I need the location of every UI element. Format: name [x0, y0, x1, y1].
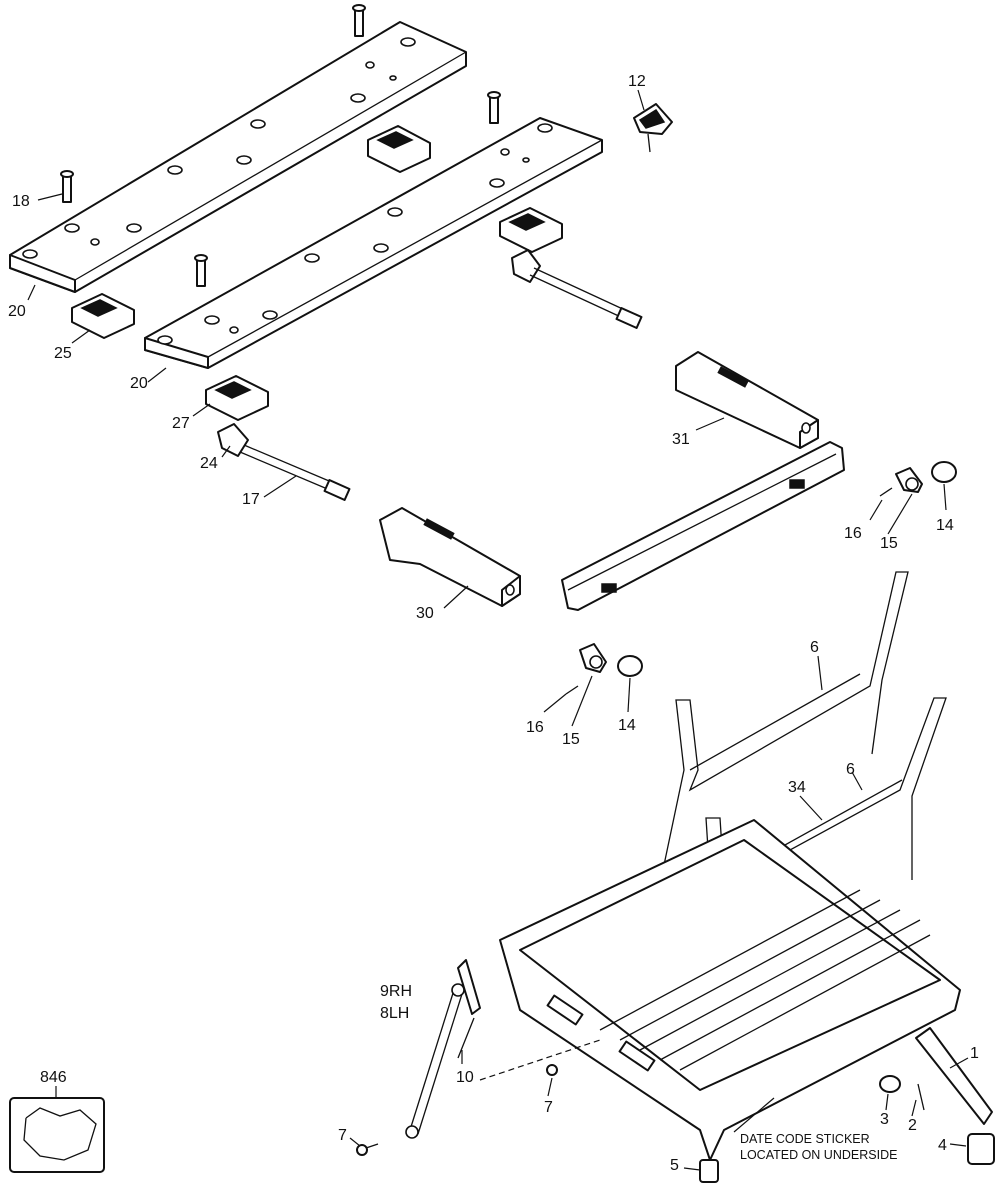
end-bracket-31 — [675, 351, 819, 449]
label-846: 846 — [40, 1069, 67, 1086]
label-2: 2 — [908, 1117, 917, 1134]
lever-15-lower — [579, 643, 607, 673]
bolt-mid-b — [194, 254, 208, 287]
cap-4 — [967, 1133, 995, 1165]
label-14-lower: 14 — [618, 717, 636, 734]
label-25: 25 — [54, 345, 72, 362]
bolt-top — [352, 4, 366, 37]
base-frame — [479, 819, 961, 1161]
label-18: 18 — [12, 193, 30, 210]
date-code-note-line1: DATE CODE STICKER — [740, 1132, 870, 1146]
label-15-upper: 15 — [880, 535, 898, 552]
label-10: 10 — [456, 1069, 474, 1086]
label-6-upper: 6 — [810, 639, 819, 656]
label-27: 27 — [172, 415, 190, 432]
label-3: 3 — [880, 1111, 889, 1128]
label-20-front: 20 — [130, 375, 148, 392]
label-16-lower: 16 — [526, 719, 544, 736]
label-8lh: 8LH — [380, 1005, 409, 1022]
lever-1 — [915, 1027, 993, 1125]
cap-14-upper — [931, 461, 957, 483]
decal-846 — [9, 1097, 105, 1173]
swivel-peg-block-25 — [71, 293, 135, 339]
label-12: 12 — [628, 73, 646, 90]
bolt-18 — [60, 170, 74, 203]
clamp-handle-12 — [633, 103, 673, 153]
label-4: 4 — [938, 1137, 947, 1154]
clip-3 — [879, 1075, 901, 1093]
label-20-rear: 20 — [8, 303, 26, 320]
latch-part — [457, 959, 481, 1015]
screw-shaft-upper — [511, 249, 643, 329]
pin-16-lower — [565, 685, 579, 695]
pin-16-upper — [879, 487, 893, 497]
bolt-7-left — [356, 1143, 379, 1156]
label-6-lower: 6 — [846, 761, 855, 778]
label-9rh: 9RH — [380, 983, 412, 1000]
bolt-7-right — [546, 1064, 558, 1076]
label-14-upper: 14 — [936, 517, 954, 534]
label-7-left: 7 — [338, 1127, 347, 1144]
label-5: 5 — [670, 1157, 679, 1174]
label-1: 1 — [970, 1045, 979, 1062]
end-bracket-30 — [379, 507, 521, 607]
label-31: 31 — [672, 431, 690, 448]
swivel-peg-block-b — [499, 207, 563, 253]
label-16-upper: 16 — [844, 525, 862, 542]
leg-frame-6-upper — [659, 571, 909, 885]
swivel-peg-block-a — [367, 125, 431, 173]
label-7-right: 7 — [544, 1099, 553, 1116]
spring-10 — [457, 1017, 475, 1059]
leader-lines — [27, 89, 969, 1171]
swivel-peg-block-27 — [205, 375, 269, 421]
screw-shaft-17 — [217, 423, 351, 501]
cap-14-lower — [617, 655, 643, 677]
vise-jaw-front — [144, 117, 603, 369]
label-24: 24 — [200, 455, 218, 472]
lever-15-upper — [895, 467, 923, 493]
foot-5 — [699, 1159, 719, 1183]
frame-rail — [561, 441, 845, 611]
bolt-mid-a — [487, 91, 501, 124]
vise-jaw-rear — [9, 21, 467, 293]
date-code-note-line2: LOCATED ON UNDERSIDE — [740, 1148, 897, 1162]
link-lever-9rh-8lh — [405, 983, 465, 1139]
label-34: 34 — [788, 779, 806, 796]
latch-2 — [917, 1083, 925, 1111]
label-17: 17 — [242, 491, 260, 508]
label-15-lower: 15 — [562, 731, 580, 748]
label-30: 30 — [416, 605, 434, 622]
